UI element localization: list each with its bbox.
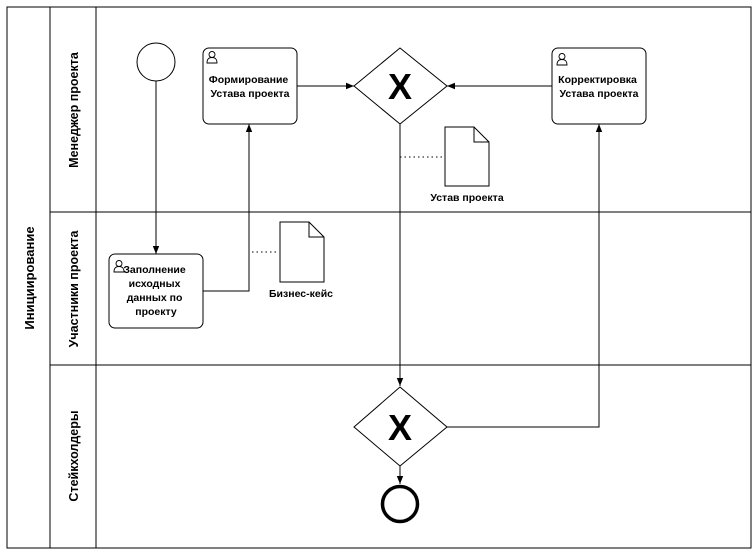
task-fill-data[interactable]: Заполнение исходных данных по проекту [108, 253, 204, 329]
pool-title: Инициирование [22, 226, 37, 329]
task-correction-line-1: Корректировка [558, 74, 637, 86]
task-formation-line-1: Формирование [209, 74, 289, 86]
task-formation[interactable]: Формирование Устава проекта [202, 47, 298, 125]
data-object-charter[interactable]: Устав проекта [430, 126, 504, 204]
task-correction-line-2: Устава проекта [559, 88, 638, 100]
lane-title-participants: Участники проекта [67, 230, 81, 348]
task-fill-data-line-1: Заполнение [123, 264, 186, 276]
user-icon [113, 260, 125, 273]
task-fill-data-line-4: проекту [135, 306, 177, 318]
flow-fill-to-formation [203, 124, 253, 292]
start-event[interactable] [136, 42, 176, 82]
user-icon [206, 51, 218, 64]
exclusive-gateway-top[interactable]: X [353, 47, 448, 125]
task-formation-line-2: Устава проекта [210, 88, 289, 100]
task-fill-data-line-3: данных по [127, 292, 183, 304]
user-icon [556, 53, 568, 66]
lane-title-stakeholders: Стейкхолдеры [67, 410, 81, 501]
end-event[interactable] [380, 484, 420, 524]
data-object-charter-label: Устав проекта [430, 192, 503, 204]
data-object-business-case[interactable]: Бизнес-кейс [269, 221, 333, 300]
task-correction[interactable]: Корректировка Устава проекта [551, 47, 647, 125]
exclusive-gateway-bottom[interactable]: X [353, 386, 448, 467]
svg-text:Формирование Устава прое: Формирование Устава проекта [209, 74, 291, 100]
task-fill-data-line-2: исходных [129, 278, 181, 290]
flow-gateway-to-correction [447, 124, 603, 428]
data-object-business-case-label: Бизнес-кейс [269, 288, 333, 300]
gateway-bottom-symbol: X [388, 407, 412, 448]
lane-title-manager: Менеджер проекта [67, 51, 81, 168]
svg-text:Корректировка Устава про: Корректировка Устава проекта [558, 74, 640, 100]
gateway-top-symbol: X [388, 66, 412, 107]
sequence-flows [152, 81, 603, 484]
svg-text:Заполнение исходных: Заполнение исходных данных по проекту [123, 264, 188, 318]
